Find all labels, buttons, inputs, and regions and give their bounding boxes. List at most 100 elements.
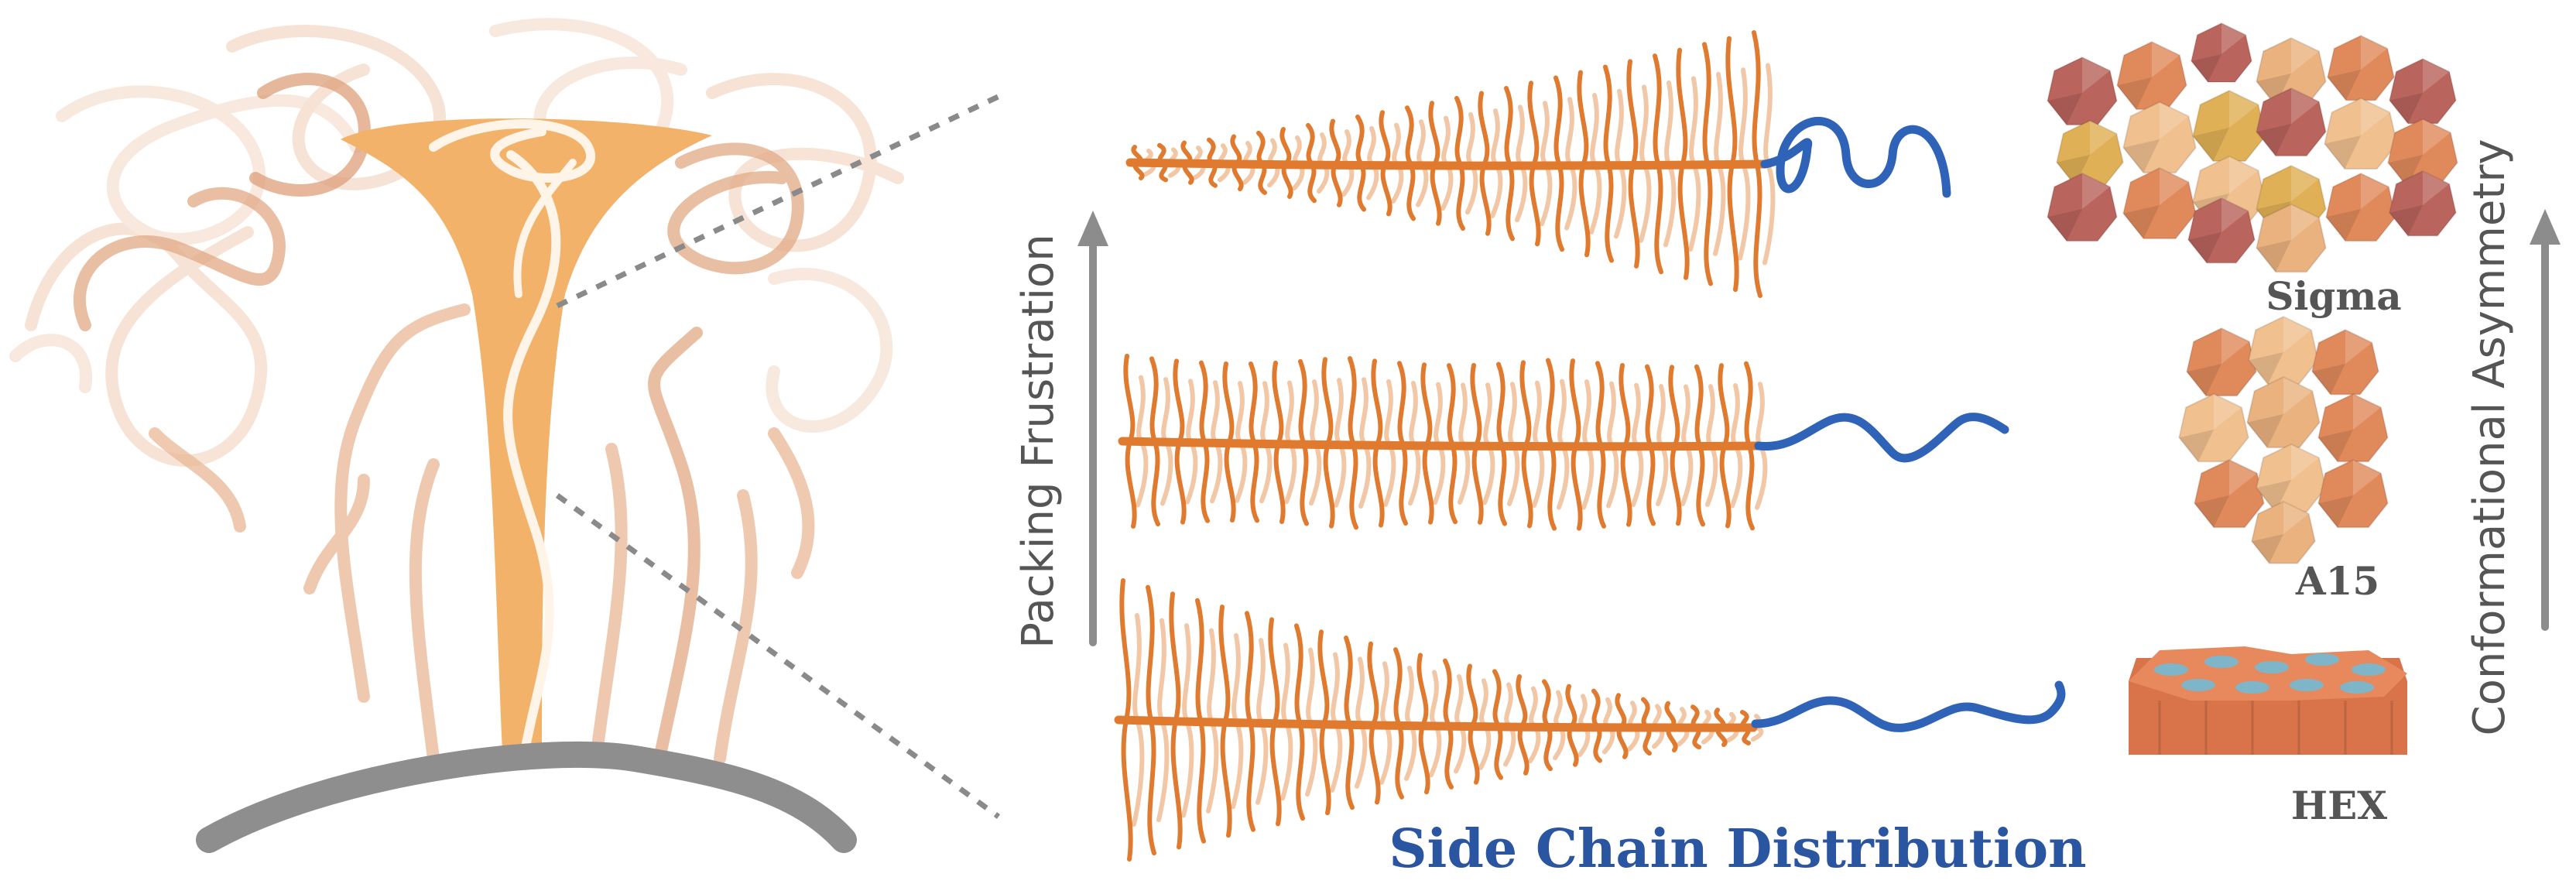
sigma-polyhedron — [2187, 197, 2256, 264]
polyhedron-facet — [2117, 77, 2152, 110]
polyhedron-facet — [2123, 205, 2160, 239]
a15-polyhedron — [2186, 327, 2257, 397]
hex-cylinder-end — [2204, 656, 2239, 668]
polyhedron-facet — [2291, 88, 2319, 124]
conformational-asymmetry-label: Conformational Asymmetry — [2465, 139, 2515, 736]
sigma-polyhedron — [2256, 87, 2327, 157]
hex-cylinder-end — [2305, 653, 2339, 666]
a15-label: A15 — [2295, 558, 2379, 604]
polyhedron-facet — [2221, 328, 2249, 364]
tail-block — [1751, 680, 2066, 732]
polyhedron-facet — [2221, 23, 2246, 54]
polyhedron-facet — [2256, 240, 2291, 272]
conformational-asymmetry-arrow: Conformational Asymmetry — [2465, 139, 2561, 736]
side-chain-distribution-label: Side Chain Distribution — [1389, 818, 2086, 880]
polyhedron-facet — [2291, 204, 2319, 240]
tail-block — [1760, 117, 1951, 198]
polyhedron-facet — [2082, 173, 2110, 209]
a15-polyhedron — [2194, 458, 2265, 529]
polyhedron-facet — [2229, 460, 2257, 495]
polyhedron-facet — [2188, 232, 2221, 263]
polyhedron-facet — [2123, 139, 2160, 173]
polyhedron-facet — [2291, 38, 2319, 74]
hex-cylinder-end — [2235, 681, 2269, 694]
a15-polyhedron — [2178, 392, 2249, 463]
hex-crystal — [2129, 646, 2407, 755]
polyhedron-facet — [2252, 534, 2283, 564]
substrate-curve — [196, 741, 857, 853]
polyhedron-facet — [2361, 98, 2390, 135]
polyhedron-facet — [2283, 502, 2309, 534]
polyhedron-facet — [2423, 119, 2451, 155]
hex-label: HEX — [2291, 783, 2387, 828]
polyhedron-facet — [2221, 198, 2249, 232]
backbone — [1114, 715, 1758, 732]
sigma-polyhedron — [2325, 172, 2396, 242]
polyhedron-facet — [2423, 59, 2450, 93]
cone-inner-strand — [503, 150, 561, 748]
micelle-illustration — [9, 18, 904, 853]
packing-frustration-label: Packing Frustration — [1013, 234, 1064, 649]
sigma-polyhedron — [2389, 170, 2457, 237]
a15-crystal — [2178, 315, 2389, 564]
polyhedron-facet — [2057, 155, 2090, 186]
coil-layer-dark — [74, 73, 815, 773]
polyhedron-facet — [2082, 57, 2110, 93]
polyhedron-facet — [2388, 155, 2423, 187]
brush-top — [1125, 30, 1951, 298]
hex-cylinder-end — [2352, 663, 2386, 676]
polyhedron-facet — [2328, 70, 2361, 101]
sigma-polyhedron — [2047, 172, 2118, 242]
polyhedron-facet — [2291, 166, 2319, 201]
polyhedron-facet — [2256, 74, 2291, 106]
polyhedron-facet — [2229, 91, 2259, 128]
backbone — [1118, 437, 1762, 451]
polyhedron-facet — [2047, 209, 2082, 242]
packing-frustration-arrow: Packing Frustration — [1013, 211, 1108, 649]
sigma-polyhedron — [2190, 22, 2253, 83]
a15-polyhedron — [2251, 500, 2316, 564]
polyhedron-facet — [2187, 364, 2221, 396]
cone-highlight — [429, 119, 595, 183]
zoom-lines — [555, 90, 1008, 819]
polyhedron-facet — [2194, 495, 2229, 528]
polyhedron-facet — [2283, 377, 2313, 414]
a15-polyhedron — [2311, 328, 2379, 396]
polyhedron-facet — [2389, 205, 2423, 236]
polyhedron-facet — [2353, 460, 2381, 495]
polyhedron-facet — [2318, 495, 2353, 528]
tail-block — [1754, 413, 2009, 463]
polyhedron-facet — [2160, 168, 2189, 205]
polyhedron-facet — [2353, 394, 2381, 430]
hex-cylinder-end — [2290, 679, 2324, 691]
polyhedron-facet — [2389, 93, 2423, 124]
polyhedron-facet — [2193, 128, 2229, 162]
hex-cylinder-end — [2181, 679, 2215, 691]
hex-cylinder-end — [2154, 663, 2188, 676]
polyhedron-facet — [2229, 156, 2259, 194]
polyhedron-facet — [2179, 430, 2214, 462]
hex-cylinder-end — [2255, 661, 2289, 673]
brush-bot — [1114, 578, 2066, 862]
polyhedron-facet — [2312, 364, 2345, 395]
polyhedron-facet — [2256, 124, 2291, 156]
a15-polyhedron — [2246, 375, 2321, 449]
polyhedron-facet — [2423, 171, 2450, 205]
polyhedron-facet — [2214, 394, 2242, 430]
bottlebrush-polymers — [1114, 30, 2066, 862]
sigma-polyhedron — [2256, 203, 2327, 273]
polyhedron-facet — [2345, 330, 2372, 364]
polyhedron-facet — [2247, 414, 2283, 448]
a15-polyhedron — [2317, 458, 2389, 529]
polyhedron-facet — [2256, 480, 2291, 512]
polyhedron-facet — [2361, 173, 2389, 209]
polyhedron-facet — [2047, 93, 2082, 125]
polyhedron-facet — [2283, 317, 2311, 352]
polyhedron-facet — [2324, 135, 2361, 170]
polyhedron-facet — [2361, 36, 2388, 70]
polyhedron-facet — [2249, 352, 2283, 385]
sigma-label: Sigma — [2266, 273, 2401, 319]
polyhedron-facet — [2152, 42, 2180, 77]
cone-shape — [341, 118, 712, 767]
